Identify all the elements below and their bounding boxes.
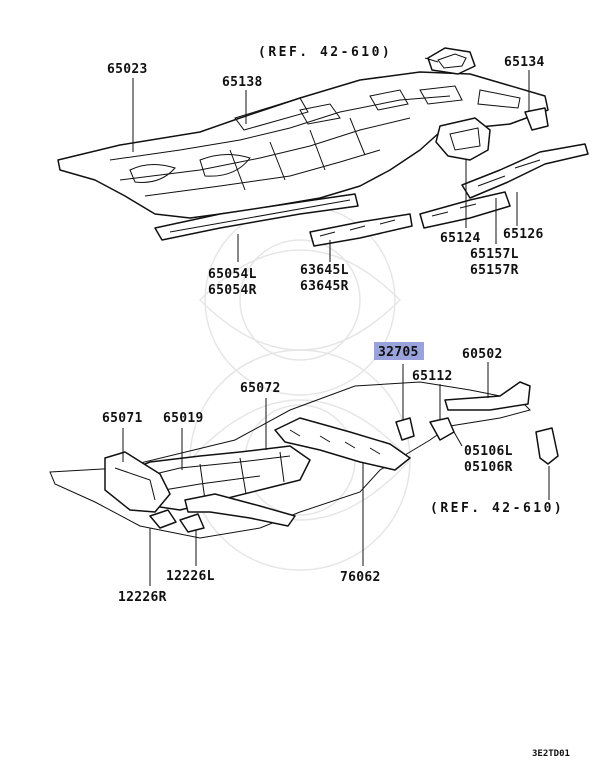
part-label-63645L: 63645L (300, 263, 349, 278)
bottom-leader-lines (122, 362, 550, 586)
top-leader-lines (132, 57, 530, 262)
bracket-65112 (429, 417, 455, 441)
part-label-60502: 60502 (462, 347, 503, 362)
part-label-32705[interactable]: 32705 (378, 345, 419, 360)
watermark-emblem (188, 204, 412, 571)
reference-label-bottom: (REF. 42-610) (430, 501, 564, 516)
diagram-code: 3E2TD01 (532, 749, 570, 759)
part-label-65157R: 65157R (470, 263, 519, 278)
part-label-65126: 65126 (503, 227, 544, 242)
part-label-65157L: 65157L (470, 247, 519, 262)
member-65157 (419, 191, 511, 229)
highlight-box-32705 (374, 342, 424, 360)
top-labels: (REF. 42-610) 65023 65138 65134 65124 65… (107, 45, 545, 298)
reference-label-top: (REF. 42-610) (258, 45, 392, 60)
bottom-floor-assembly (49, 381, 559, 539)
part-label-65124: 65124 (440, 231, 481, 246)
bracket-32705 (395, 417, 415, 441)
part-label-65071: 65071 (102, 411, 143, 426)
crossmember-76062 (274, 417, 411, 471)
member-63645 (309, 213, 413, 247)
part-label-65138: 65138 (222, 75, 263, 90)
panel-65124 (435, 117, 491, 161)
part-label-65072: 65072 (240, 381, 281, 396)
rail-65126 (461, 143, 589, 199)
part-label-76062: 76062 (340, 570, 381, 585)
part-label-12226L: 12226L (166, 569, 215, 584)
part-label-65134: 65134 (504, 55, 545, 70)
panel-60502 (444, 381, 531, 411)
part-label-65054R: 65054R (208, 283, 257, 298)
part-label-65023: 65023 (107, 62, 148, 77)
part-label-65054L: 65054L (208, 267, 257, 282)
part-label-63645R: 63645R (300, 279, 349, 294)
part-label-12226R: 12226R (118, 590, 167, 605)
part-label-05106R: 05106R (464, 460, 513, 475)
part-label-65019: 65019 (163, 411, 204, 426)
top-floor-assembly (57, 47, 589, 247)
bracket-05106 (535, 427, 559, 465)
part-label-05106L: 05106L (464, 444, 513, 459)
ref-bracket-top (427, 47, 476, 75)
bottom-labels: 65072 32705 60502 65112 65071 65019 0510… (102, 342, 564, 605)
part-label-65112: 65112 (412, 369, 453, 384)
